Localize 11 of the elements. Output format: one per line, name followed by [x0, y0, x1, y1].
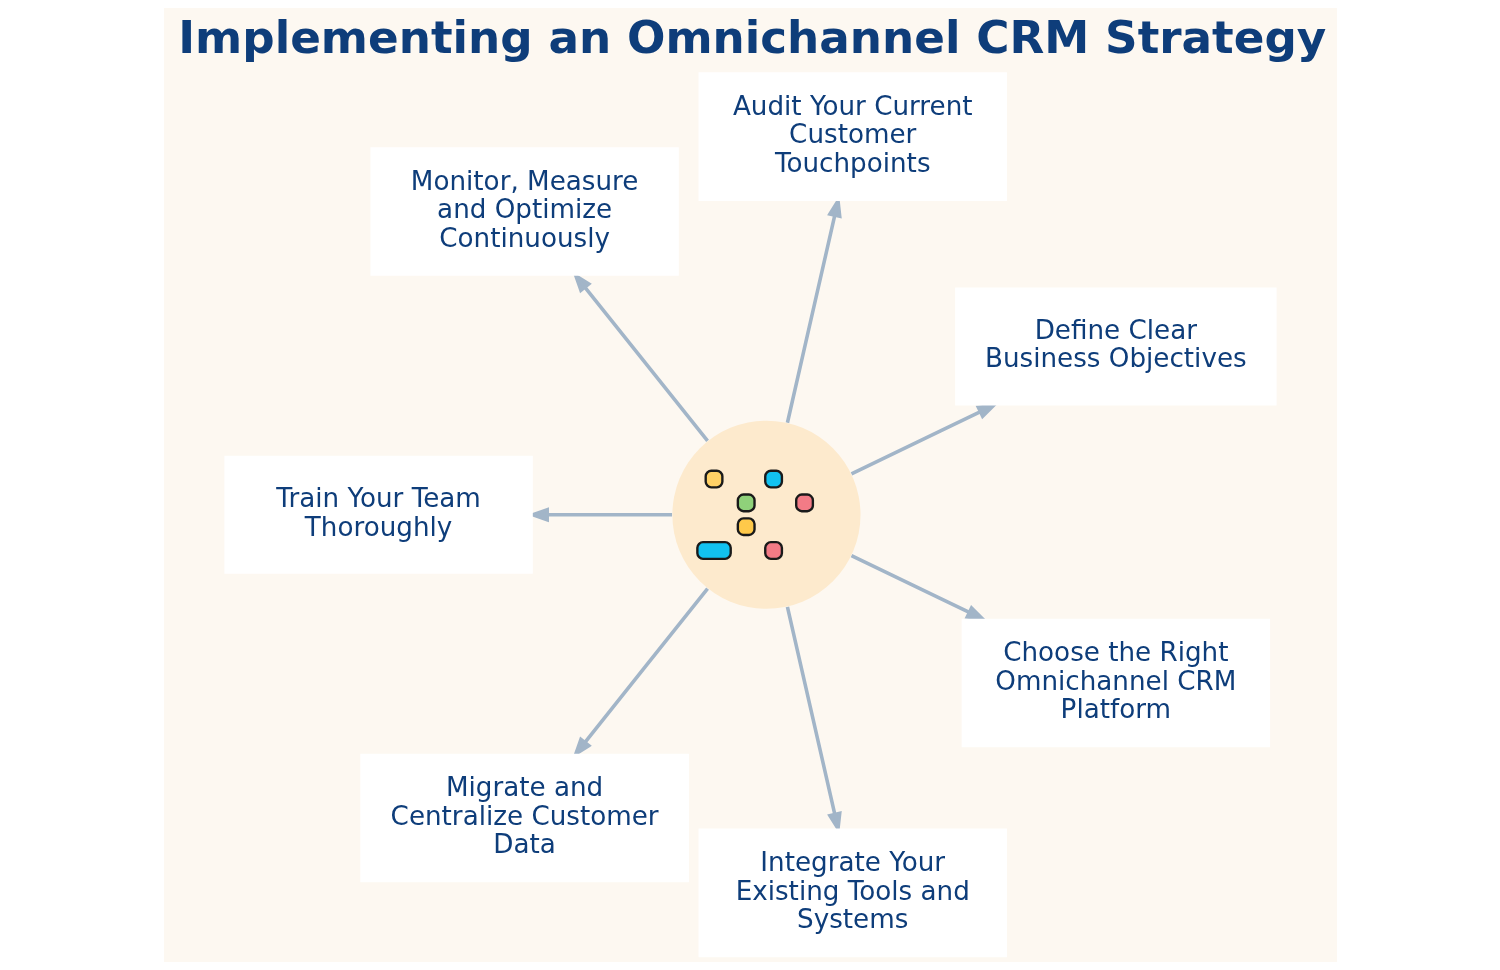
- node-box: Train Your Team Thoroughly: [223, 455, 533, 574]
- node-box: Monitor, Measure and Optimize Continuously: [369, 147, 679, 276]
- arrow: [850, 403, 998, 476]
- node-circle: [671, 420, 860, 609]
- arrow: [850, 554, 987, 622]
- node-box: Define Clear Business Objectives: [954, 287, 1277, 406]
- diagram-title: Implementing an Omnichannel CRM Strategy: [177, 10, 1326, 64]
- node-box: Integrate Your Existing Tools and Systems: [698, 828, 1007, 958]
- node-box: Choose the Right Omnichannel CRM Platform: [961, 618, 1270, 748]
- node-box: Audit Your Current Customer Touchpoints: [698, 72, 1007, 201]
- node-box: Migrate and Centralize Customer Data: [359, 753, 689, 883]
